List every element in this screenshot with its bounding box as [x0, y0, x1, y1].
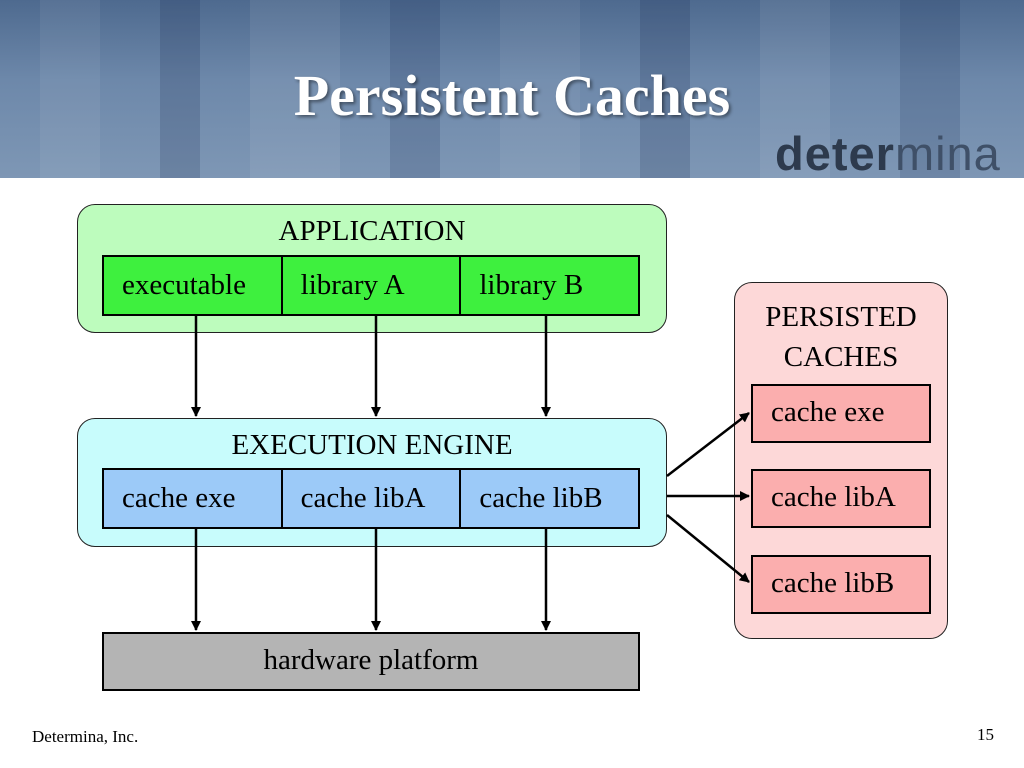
logo-text-part1: deter [775, 127, 895, 178]
application-row: executable library A library B [102, 255, 640, 316]
persisted-cache-liba-box: cache libA [751, 469, 931, 528]
engine-cache-exe-cell: cache exe [104, 470, 283, 527]
hardware-platform-label: hardware platform [263, 644, 479, 676]
engine-cache-liba-cell: cache libA [283, 470, 462, 527]
arrow-engine-to-persisted-libb [666, 514, 750, 583]
executable-cell: executable [104, 257, 283, 314]
execution-engine-row: cache exe cache libA cache libB [102, 468, 640, 529]
engine-cache-libb-cell: cache libB [479, 482, 603, 514]
library-b-cell: library B [479, 269, 584, 301]
application-label: APPLICATION [278, 215, 466, 247]
logo-text-part2: mina [894, 127, 1001, 178]
hardware-platform-box: hardware platform [102, 632, 640, 691]
persisted-cache-libb-box: cache libB [751, 555, 931, 614]
page-title: Persistent Caches [293, 63, 731, 128]
arrow-engine-to-persisted-exe [666, 412, 750, 477]
header-banner: Persistent Caches determina [0, 0, 1024, 178]
library-a-cell: library A [283, 257, 462, 314]
execution-engine-label: EXECUTION ENGINE [231, 429, 513, 461]
footer-company: Determina, Inc. [32, 727, 139, 746]
persisted-caches-label-line2: CACHES [783, 341, 899, 373]
persisted-caches-label-line1: PERSISTED [765, 301, 917, 333]
persisted-cache-exe-box: cache exe [751, 384, 931, 443]
brand-logo: determina [775, 130, 1001, 177]
page-number: 15 [977, 725, 994, 744]
